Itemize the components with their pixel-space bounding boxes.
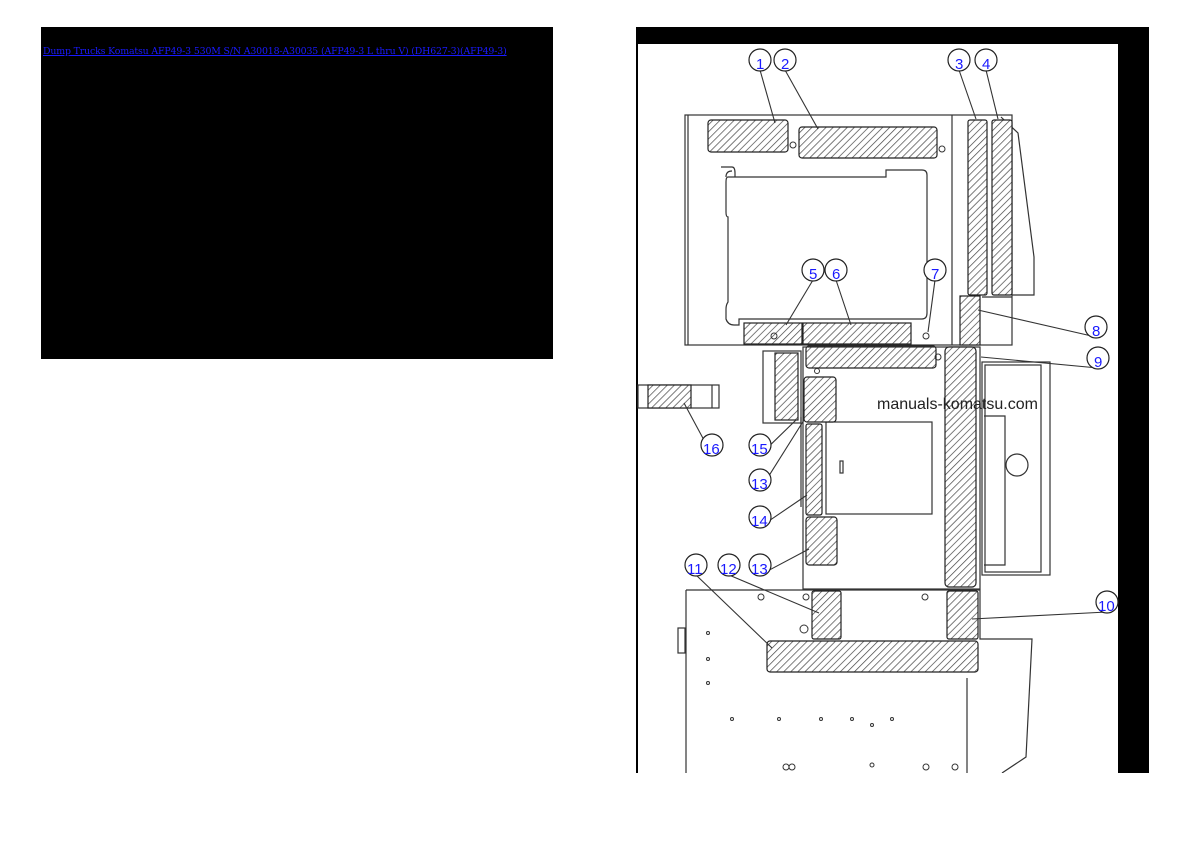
callout-15: 15 (748, 419, 797, 458)
callout-8: 8 (977, 309, 1108, 340)
callout-circle (700, 433, 724, 457)
callout-number: 14 (751, 513, 768, 530)
callout-number: 4 (982, 56, 990, 73)
callout-circle (748, 553, 772, 577)
watermark-text: manuals-komatsu.com (877, 396, 1038, 413)
callout-number: 2 (781, 56, 789, 73)
pad-11 (766, 640, 979, 673)
leader-line (958, 69, 977, 120)
pad-13b (805, 516, 838, 566)
callout-circle (1086, 346, 1110, 370)
bolt-holes-upper (770, 141, 946, 374)
callout-number: 1 (756, 56, 764, 73)
callout-number: 7 (931, 266, 939, 283)
leader-line (728, 574, 820, 614)
leader-line (985, 69, 999, 120)
callout-number: 8 (1092, 323, 1100, 340)
pad-1 (707, 119, 789, 153)
callout-circle (748, 468, 772, 492)
callout-number: 16 (703, 441, 720, 458)
pad-9-side (944, 346, 977, 588)
callout-4: 4 (974, 48, 999, 120)
callout-number: 13 (751, 476, 768, 493)
callout-9: 9 (980, 346, 1110, 371)
callout-number: 6 (832, 266, 840, 283)
callout-circle (717, 553, 741, 577)
callout-circle (923, 258, 947, 282)
callout-circle (974, 48, 998, 72)
leader-line (971, 611, 1108, 620)
callout-number: 11 (687, 561, 703, 578)
pad-15 (774, 352, 799, 421)
leader-line (977, 309, 1097, 338)
callout-7: 7 (923, 258, 947, 333)
middle-panel-outline (637, 346, 1051, 590)
callout-circle (801, 258, 825, 282)
callout-circle (1084, 315, 1108, 339)
leader-line (784, 69, 819, 130)
callout-13: 13 (748, 419, 805, 493)
leader-line (927, 279, 936, 333)
leader-line (759, 69, 776, 124)
pad-14 (805, 423, 823, 516)
callout-14: 14 (748, 494, 808, 530)
pad-3 (967, 119, 988, 296)
callout-circle (824, 258, 848, 282)
rivet-dots-lower (706, 593, 959, 771)
callout-circle (748, 505, 772, 529)
callout-3: 3 (947, 48, 977, 120)
pad-13a (803, 376, 837, 423)
callout-number: 12 (720, 561, 737, 578)
callout-5: 5 (785, 258, 825, 326)
leader-line (980, 356, 1099, 369)
callout-number: 13 (751, 561, 768, 578)
leader-line (785, 279, 814, 326)
callout-circle (947, 48, 971, 72)
pad-2 (798, 126, 938, 159)
callout-circle (748, 48, 772, 72)
document-header-panel: Dump Trucks Komatsu AFP49-3 530M S/N A30… (41, 27, 553, 359)
callout-2: 2 (773, 48, 819, 130)
leader-line (695, 574, 773, 649)
pad-16 (647, 384, 692, 409)
callout-circle (748, 433, 772, 457)
callout-number: 10 (1098, 598, 1115, 615)
callout-number: 3 (955, 56, 963, 73)
pad-8 (959, 295, 981, 346)
pad-12 (811, 590, 842, 640)
callout-6: 6 (824, 258, 852, 326)
pad-4 (991, 119, 1013, 296)
callout-10: 10 (971, 590, 1119, 620)
callout-1: 1 (748, 48, 776, 124)
callout-circle (773, 48, 797, 72)
callout-circle (1095, 590, 1119, 614)
callout-circle (684, 553, 708, 577)
hatched-pads-lower (766, 590, 979, 673)
document-title-link[interactable]: Dump Trucks Komatsu AFP49-3 530M S/N A30… (43, 46, 507, 57)
callout-number: 9 (1094, 354, 1102, 371)
callout-13: 13 (748, 548, 810, 578)
callout-number: 15 (751, 441, 768, 458)
hatched-pads-upper (707, 119, 1013, 369)
pad-10 (946, 590, 979, 640)
leader-line (835, 279, 852, 326)
lower-panel-outline (677, 589, 1033, 773)
callout-number: 5 (809, 266, 817, 283)
callout-16: 16 (683, 402, 724, 458)
hatched-pads-middle (647, 346, 977, 588)
pad-9-top (805, 345, 937, 369)
callout-12: 12 (717, 553, 820, 614)
callout-11: 11 (684, 553, 773, 649)
pad-6 (802, 322, 912, 345)
